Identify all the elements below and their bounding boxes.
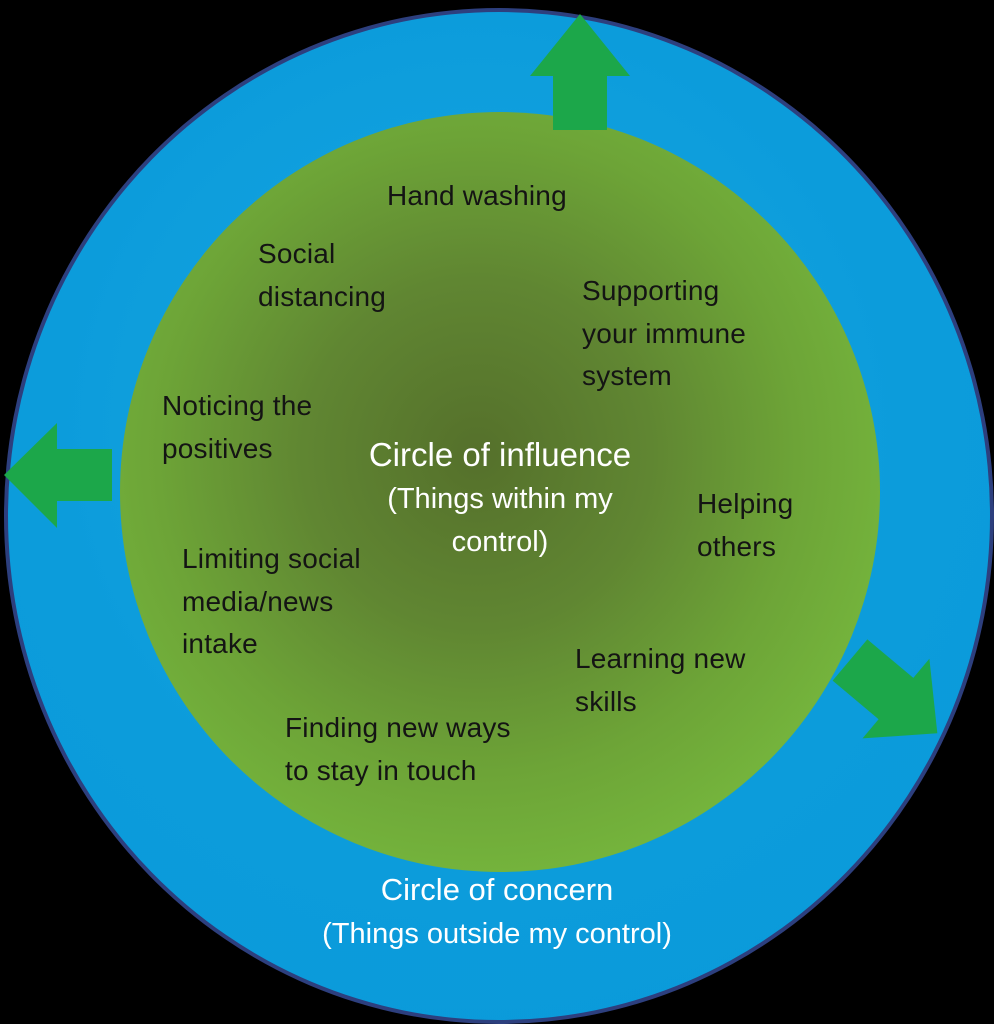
influence-item-hand-washing: Hand washing bbox=[387, 180, 567, 211]
influence-item-social-distancing: Social distancing bbox=[258, 238, 387, 312]
influence-item-immune-system: Supporting your immune system bbox=[582, 275, 747, 392]
influence-item-limiting-media: Limiting social media/news intake bbox=[182, 543, 361, 660]
circle-of-concern-title: Circle of concern bbox=[380, 872, 614, 907]
influence-item-learning-skills: Learning new skills bbox=[575, 643, 746, 717]
circle-of-influence-title: Circle of influence bbox=[368, 436, 632, 473]
circle-of-concern-label: Circle of concern (Things outside my con… bbox=[247, 868, 747, 955]
influence-item-stay-in-touch: Finding new ways to stay in touch bbox=[285, 712, 511, 786]
influence-item-helping-others: Helping others bbox=[697, 488, 794, 562]
circle-of-influence bbox=[120, 112, 880, 872]
circle-of-influence-subtitle: (Things within my control) bbox=[387, 482, 613, 559]
influence-item-noticing-positives: Noticing the positives bbox=[162, 390, 313, 464]
circle-of-influence-label: Circle of influence (Things within my co… bbox=[302, 433, 698, 565]
circle-of-concern-subtitle: (Things outside my control) bbox=[322, 917, 672, 950]
